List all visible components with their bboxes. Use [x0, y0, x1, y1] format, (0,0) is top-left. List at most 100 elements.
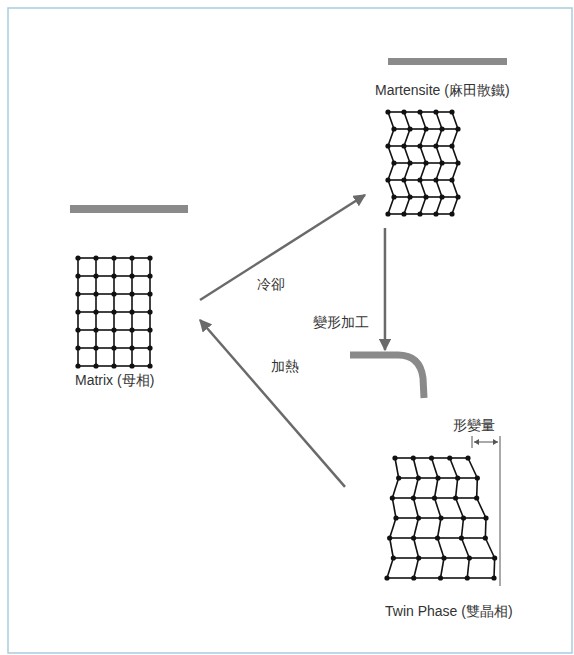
lattice-atom	[438, 515, 443, 520]
lattice-atom	[396, 475, 401, 480]
lattice-bond	[452, 163, 458, 180]
lattice-atom	[93, 309, 98, 314]
lattice-bond	[404, 129, 410, 146]
lattice-atom	[129, 309, 134, 314]
lattice-bond	[95, 258, 97, 276]
lattice-bond	[476, 478, 478, 498]
lattice-bond	[388, 163, 394, 180]
lattice-bond	[113, 330, 115, 348]
phase-group: Martensite (麻田散鐵)	[365, 78, 530, 228]
lattice-atom	[465, 575, 470, 580]
lattice-atom	[391, 160, 396, 165]
lattice-bond	[113, 258, 115, 276]
dimension-arrow	[474, 439, 498, 445]
lattice-atom	[401, 177, 406, 182]
lattice-atom	[483, 535, 488, 540]
lattice-atom	[129, 291, 134, 296]
lattice-atom	[417, 109, 422, 114]
lattice-bond	[388, 112, 394, 129]
lattice-atom	[474, 495, 479, 500]
lattice-atom	[75, 309, 80, 314]
lattice-bond	[461, 518, 463, 538]
lattice-bond	[456, 498, 464, 518]
lattice-atom	[449, 109, 454, 114]
lattice-atom	[467, 555, 472, 560]
lattice-bond	[485, 538, 494, 558]
lattice-bond	[131, 348, 133, 366]
lattice-bond	[95, 348, 97, 366]
lattice-bond	[392, 478, 398, 498]
lattice-atom	[455, 475, 460, 480]
lattice-atom	[449, 143, 454, 148]
lattice-atom	[129, 345, 134, 350]
lattice-bond	[396, 517, 419, 519]
lattice-atom	[393, 515, 398, 520]
lattice-atom	[455, 194, 460, 199]
lattice-atom	[111, 291, 116, 296]
lattice-bond	[114, 329, 132, 331]
lattice-atom	[411, 575, 416, 580]
lattice-bond	[78, 275, 96, 277]
lattice-bond	[420, 112, 426, 129]
lattice-atom	[441, 555, 446, 560]
lattice-bond	[452, 129, 458, 146]
lattice-bond	[78, 347, 96, 349]
lattice-bond	[149, 312, 151, 330]
lattice-bond	[452, 180, 458, 197]
lattice-group	[75, 109, 497, 580]
lattice-bond	[131, 276, 133, 294]
lattice-bond	[485, 518, 487, 538]
lattice-atom	[391, 194, 396, 199]
lattice-bond	[467, 558, 469, 578]
lattice-atom	[147, 345, 152, 350]
lattice-bond	[390, 537, 414, 539]
lattice-bond	[96, 257, 114, 259]
lattice-bond	[114, 365, 132, 367]
lattice-bond	[78, 329, 96, 331]
lattice-bond	[456, 497, 477, 499]
lattice-bond	[77, 258, 79, 276]
lattice-atom	[93, 273, 98, 278]
lattice-bond	[420, 146, 426, 163]
lattice-atom	[449, 177, 454, 182]
lattice-bond	[131, 258, 133, 276]
lattice-atom	[390, 495, 395, 500]
lattice-atom	[129, 363, 134, 368]
lattice-bond	[392, 497, 413, 499]
lattice-atom	[417, 211, 422, 216]
lattice-bond	[387, 558, 393, 578]
lattice-atom	[433, 109, 438, 114]
lattice-atom	[492, 555, 497, 560]
process-arrow	[200, 320, 345, 487]
lattice-bond	[436, 112, 442, 129]
lattice-atom	[111, 273, 116, 278]
lattice-bond	[441, 558, 445, 578]
lattice-bond	[461, 537, 485, 539]
process-arrow	[384, 228, 387, 350]
lattice-bond	[464, 517, 487, 519]
lattice-atom	[385, 109, 390, 114]
lattice-bond	[399, 477, 419, 479]
lattice-bond	[149, 330, 151, 348]
lattice-atom	[423, 160, 428, 165]
lattice-atom	[416, 475, 421, 480]
lattice-bond	[436, 180, 442, 197]
lattice-bond	[78, 365, 96, 367]
lattice-bond	[113, 276, 115, 294]
lattice-bond	[404, 163, 410, 180]
lattice-bond	[95, 294, 97, 312]
lattice-atom	[449, 211, 454, 216]
crystal-lattice	[385, 109, 460, 216]
lattice-bond	[420, 129, 426, 146]
lattice-atom	[387, 535, 392, 540]
lattice-atom	[407, 160, 412, 165]
lattice-atom	[465, 455, 470, 460]
frame	[8, 8, 572, 653]
lattice-bond	[392, 498, 396, 518]
lattice-atom	[438, 575, 443, 580]
lattice-bond	[436, 129, 442, 146]
lattice-bond	[419, 517, 442, 519]
lattice-atom	[459, 535, 464, 540]
lattice-atom	[391, 126, 396, 131]
